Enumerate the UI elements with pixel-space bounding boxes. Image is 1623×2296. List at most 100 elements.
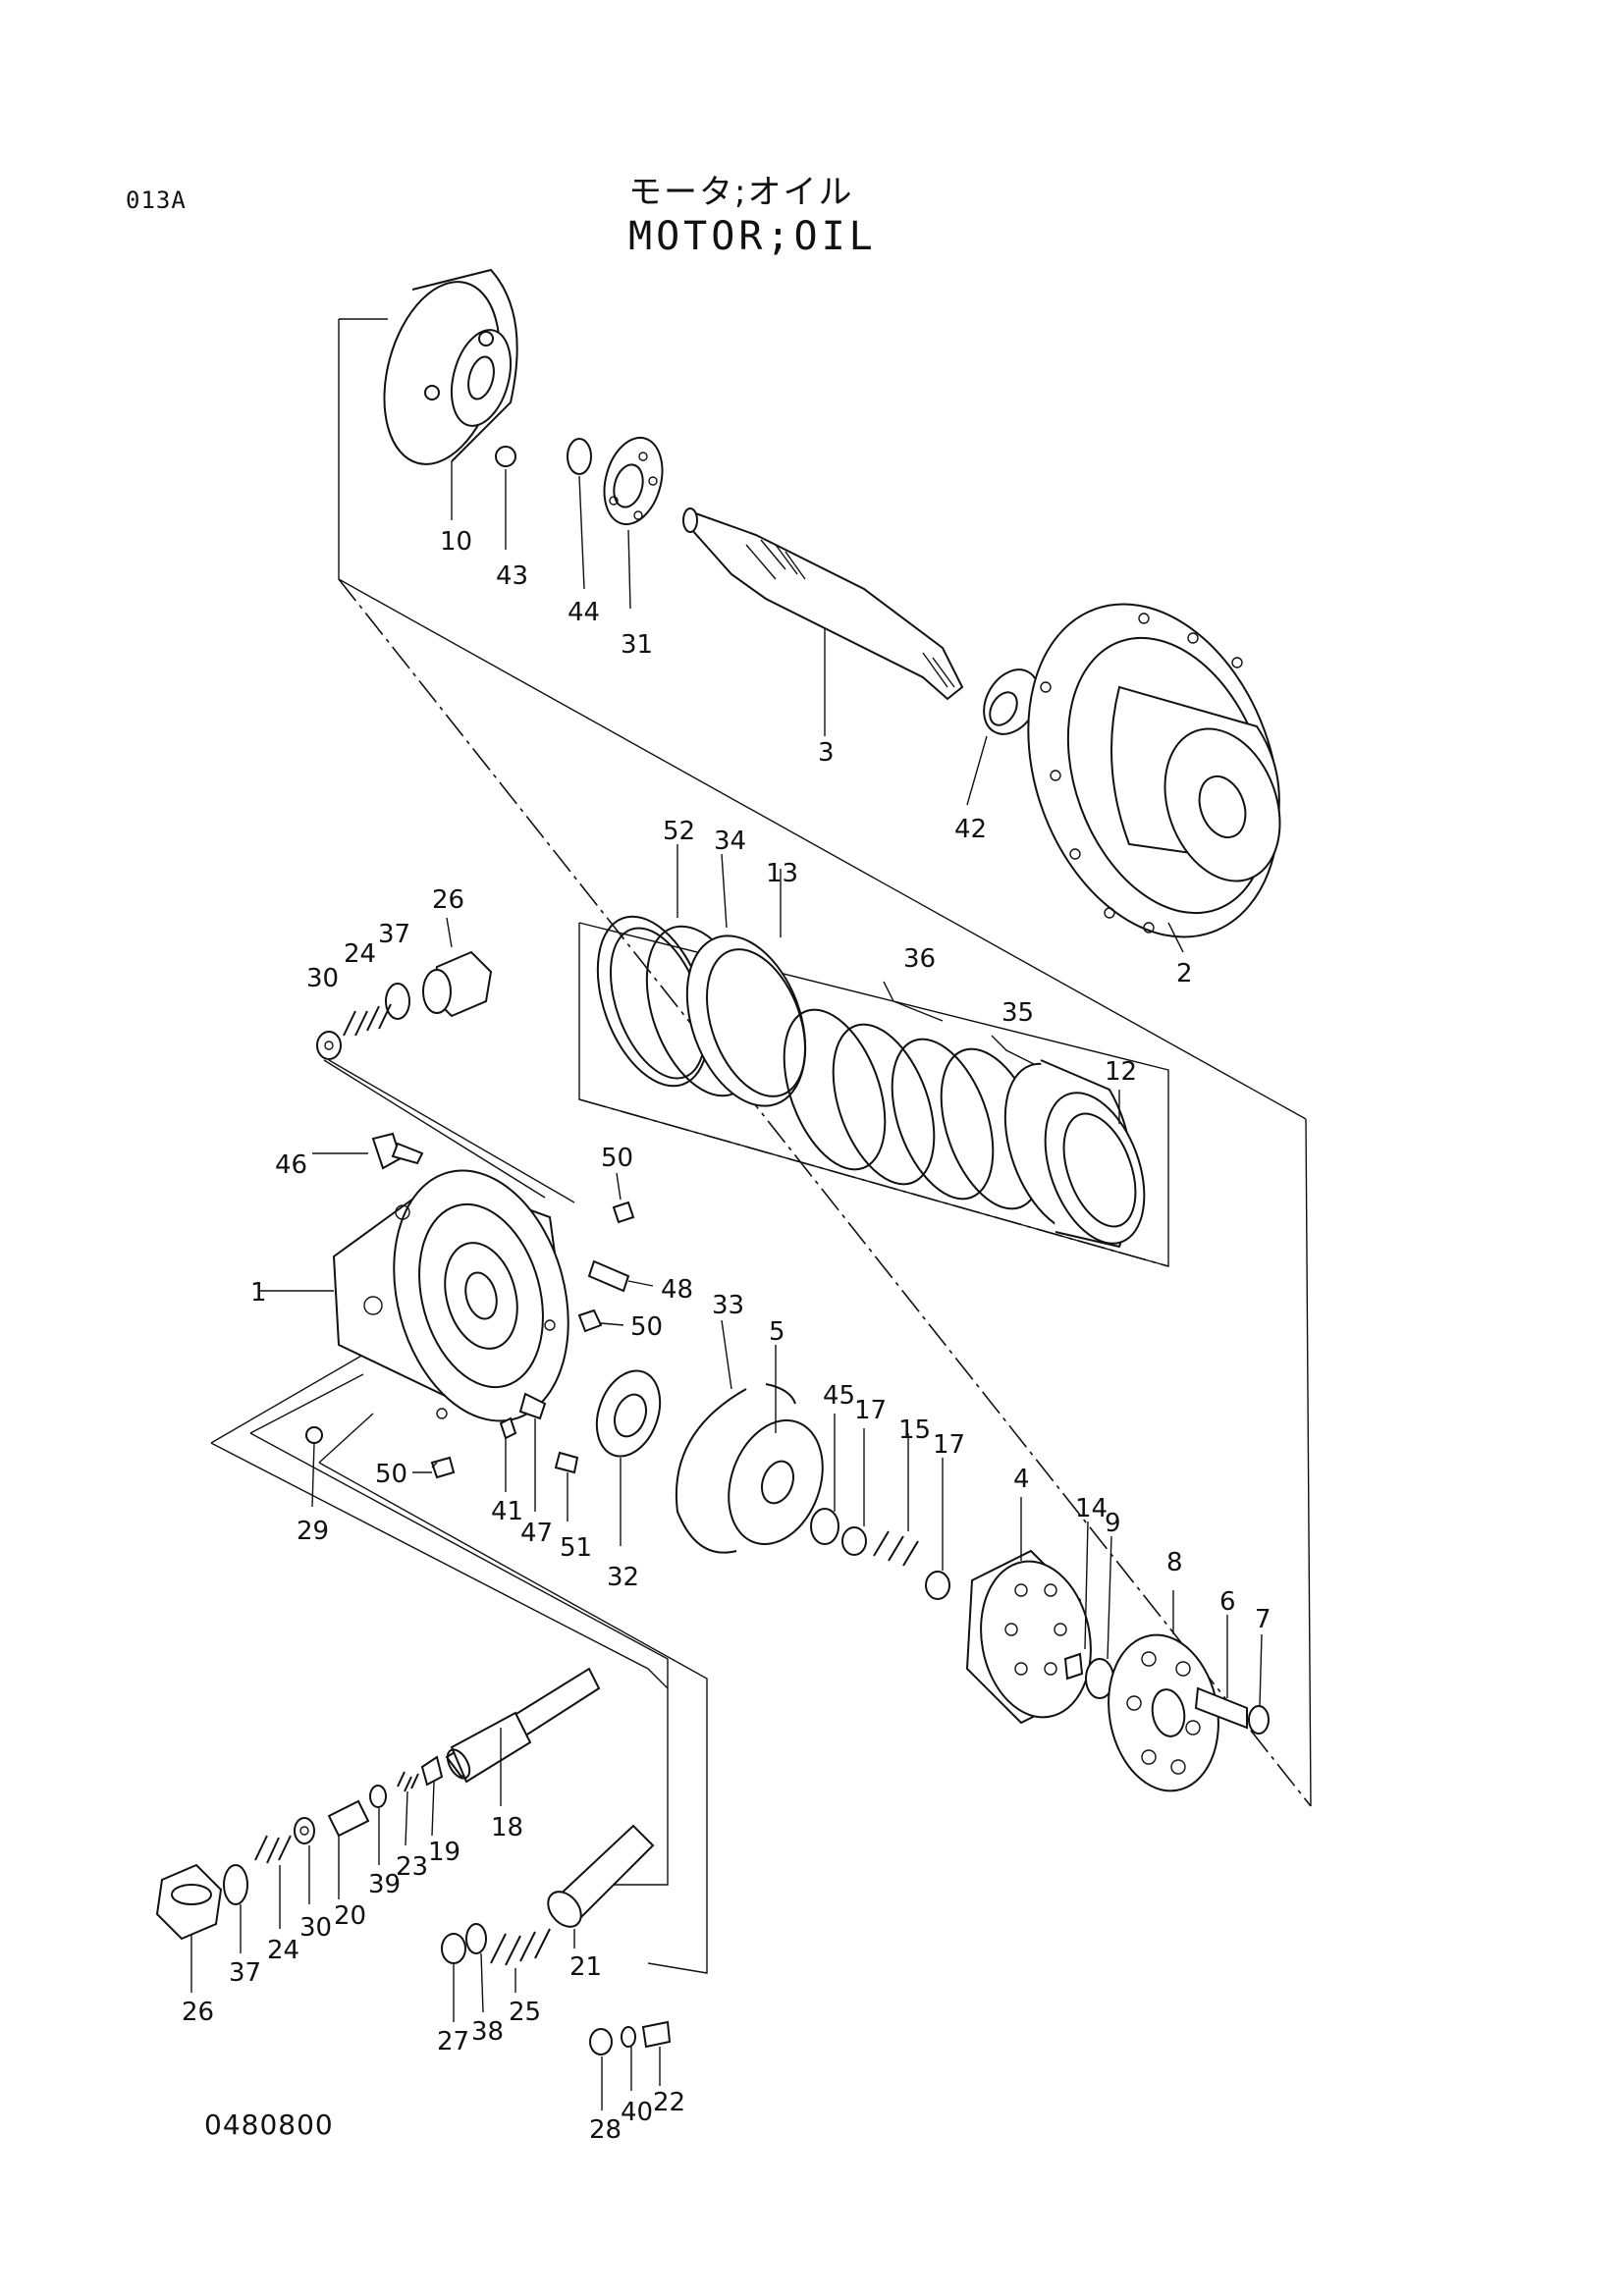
part-5-valve-plate [728,1345,824,1545]
callout-30-lower: 30 [299,1913,332,1943]
part-29-plug-small [305,1426,323,1444]
callout-36: 36 [903,944,936,974]
part-27-plug [441,1933,466,2022]
part-43-ball [495,446,516,467]
part-3-shaft [682,507,964,736]
callout-46: 46 [275,1150,307,1180]
callout-20: 20 [334,1901,366,1931]
part-31-bearing [603,436,664,610]
part-10-cover-plate [383,268,518,520]
part-20-piston-small [327,1799,370,1899]
callout-24-lower: 24 [267,1936,299,1965]
callout-22: 22 [653,2088,685,2117]
part-50-pin-b [577,1308,624,1333]
callout-35: 35 [1001,998,1034,1028]
part-44-snap-ring [567,438,592,590]
part-8-retainer-plate [1108,1590,1219,1792]
part-4-cylinder-block [965,1497,1092,1725]
callout-14: 14 [1075,1494,1108,1523]
callout-40: 40 [621,2098,653,2127]
callout-30-upper: 30 [306,964,339,993]
part-22-orifice [641,2020,672,2086]
callout-28: 28 [589,2115,622,2145]
part-25-spring [490,1928,551,1966]
part-26-plug-lower [155,1863,223,1993]
callout-9: 9 [1105,1509,1121,1538]
callout-42: 42 [954,815,987,844]
part-38-o-ring [465,1923,487,1954]
part-48-dowel [587,1259,654,1293]
callout-41: 41 [491,1497,523,1526]
callout-labels: 10 43 44 31 3 42 2 52 34 13 36 35 12 26 … [182,527,1271,2145]
part-2-housing-hub [1027,603,1281,953]
callout-12: 12 [1105,1057,1137,1087]
part-51-pin [554,1451,579,1474]
callout-17-b: 17 [933,1430,965,1460]
part-36-ring-set [783,981,944,1186]
callout-38: 38 [471,2017,504,2047]
part-17-washer-a [841,1526,867,1556]
part-19-poppet [420,1755,444,1787]
callout-4: 4 [1013,1465,1030,1494]
callout-19: 19 [428,1838,460,1867]
callout-32: 32 [607,1563,639,1592]
callout-37-upper: 37 [378,920,410,949]
callout-37-lower: 37 [229,1958,261,1988]
part-17-washer-b [925,1571,950,1600]
assembly-boundary-lines [210,318,1312,1974]
callout-18: 18 [491,1813,523,1842]
part-1-valve-block [260,1169,569,1422]
callout-7: 7 [1255,1605,1271,1634]
title-english: MOTOR;OIL [628,214,877,259]
callout-48: 48 [661,1275,693,1305]
callout-25: 25 [509,1998,541,2027]
callout-39: 39 [368,1870,401,1899]
callout-26-lower: 26 [182,1998,214,2027]
callout-27: 27 [437,2027,469,2056]
callout-31: 31 [621,630,653,660]
callout-8: 8 [1166,1548,1183,1577]
title-japanese: モータ;オイル [628,173,854,212]
callout-43: 43 [496,561,528,591]
callout-50-b: 50 [630,1312,663,1342]
part-23-spring-small [397,1771,419,1792]
part-21-spool [547,1824,655,1949]
part-15-spring [873,1530,919,1567]
callout-51: 51 [560,1533,592,1563]
callout-52: 52 [663,817,695,846]
part-6-piston [1194,1615,1248,1730]
callout-2: 2 [1176,959,1193,988]
callout-33: 33 [712,1291,744,1320]
part-50-pin-a [612,1172,635,1224]
part-45-snap-ring [810,1508,839,1545]
page-code: 013A [126,187,187,214]
callout-26-upper: 26 [432,885,464,915]
part-37-o-ring-lower [223,1864,248,1953]
callout-44: 44 [568,598,600,627]
callout-23: 23 [396,1852,428,1882]
part-7-shoe [1248,1633,1270,1735]
part-24-spring-upper [343,1003,392,1037]
part-12-sleeve [1003,1059,1146,1249]
callout-17-a: 17 [854,1396,887,1425]
leader-lines [311,1059,575,1522]
callout-50-a: 50 [601,1144,633,1173]
part-39-o-ring [369,1785,387,1808]
callout-24-upper: 24 [344,939,376,969]
callout-50-c: 50 [375,1460,407,1489]
part-33-o-ring [675,1319,796,1554]
callout-3: 3 [818,738,835,768]
callout-1: 1 [250,1278,267,1308]
part-28-plug-small [589,2028,613,2110]
callout-5: 5 [769,1317,785,1347]
callout-29: 29 [297,1517,329,1546]
part-14-pin [1063,1652,1084,1681]
part-50-pin-c [430,1456,456,1479]
part-30-washer-lower [294,1817,315,1904]
callout-6: 6 [1219,1587,1236,1617]
callout-47: 47 [520,1519,553,1548]
part-32-bearing [595,1369,662,1546]
callout-13: 13 [766,859,798,888]
part-47-pin [518,1392,547,1420]
